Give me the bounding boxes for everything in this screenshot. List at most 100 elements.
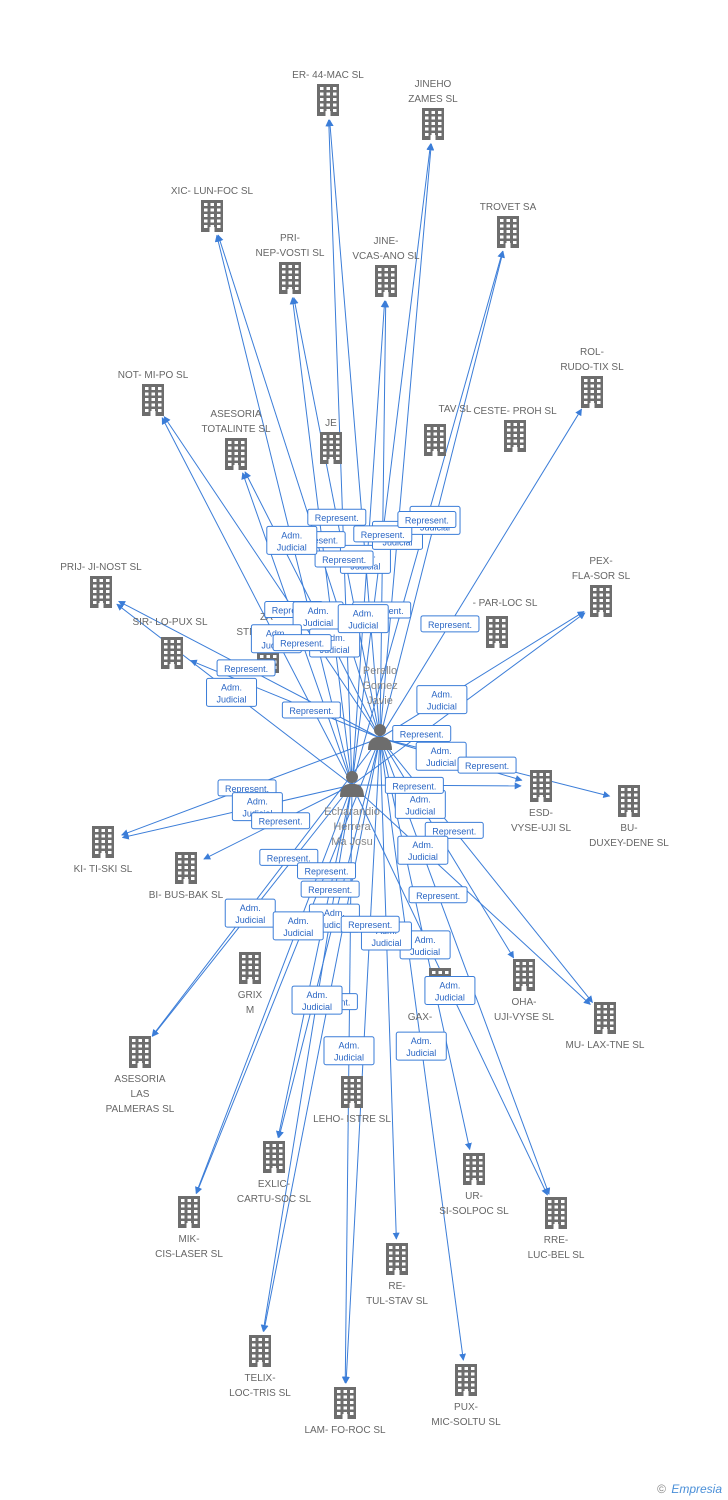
- building-icon: [545, 1197, 567, 1229]
- relation-badge-adm[interactable]: Adm.Judicial: [397, 835, 449, 865]
- company-label: ASESORIA: [210, 409, 261, 420]
- relation-badge-text: Represent.: [305, 867, 349, 877]
- relation-badge-rep[interactable]: Represent.: [272, 634, 332, 652]
- company-label: RE-: [388, 1281, 405, 1292]
- relation-badge-rep[interactable]: Represent.: [281, 701, 341, 719]
- company-label: JINE-: [374, 236, 399, 247]
- company-node-c7[interactable]: ROL-RUDO-TIX SL: [560, 347, 624, 408]
- edge-p1-c1: [326, 119, 381, 739]
- relation-badge-rep[interactable]: Represent.: [297, 862, 357, 880]
- company-node-c27[interactable]: LEHO- ISTRE SL: [313, 1076, 391, 1125]
- relation-badge-rep[interactable]: Represent.: [353, 525, 413, 543]
- relation-badge-adm[interactable]: Adm.Judicial: [272, 911, 324, 941]
- company-node-c11[interactable]: TAV SL: [424, 404, 472, 456]
- company-node-c33[interactable]: TELIX-LOC-TRIS SL: [229, 1335, 291, 1399]
- company-node-c13[interactable]: PRIJ- JI-NOST SL: [60, 562, 142, 608]
- company-node-c10[interactable]: JE: [320, 418, 342, 464]
- company-node-c19[interactable]: BU-DUXEY-DENE SL: [589, 785, 669, 849]
- company-node-c32[interactable]: RE-TUL-STAV SL: [366, 1243, 428, 1307]
- company-node-c31[interactable]: RRE-LUC-BEL SL: [528, 1197, 585, 1261]
- relation-badge-rep[interactable]: Represent.: [420, 615, 480, 633]
- edge-p1-c6: [379, 300, 390, 739]
- building-icon: [279, 262, 301, 294]
- company-label: KI- TI-SKI SL: [74, 864, 133, 875]
- company-label: FLA-SOR SL: [572, 571, 631, 582]
- relation-badge-adm[interactable]: Adm.Judicial: [291, 985, 343, 1015]
- relation-badge-adm[interactable]: Adm.Judicial: [224, 898, 276, 928]
- company-node-c21[interactable]: BI- BUS-BAK SL: [149, 852, 224, 901]
- relation-badge-text: Adm.: [410, 794, 431, 804]
- person-icon: [340, 771, 364, 797]
- relation-badge-adm[interactable]: Adm.Judicial: [266, 525, 318, 555]
- relation-badge-rep[interactable]: Represent.: [397, 511, 457, 529]
- company-node-c1[interactable]: ER- 44-MAC SL: [292, 70, 364, 116]
- relation-badge-adm[interactable]: Adm.Judicial: [415, 741, 467, 771]
- company-label: ER- 44-MAC SL: [292, 70, 364, 81]
- relation-badge-rep[interactable]: Represent.: [251, 812, 311, 830]
- relation-badge-text: Judicial: [334, 1053, 364, 1063]
- company-node-c18[interactable]: ESD-VYSE-UJI SL: [511, 770, 571, 834]
- company-node-c30[interactable]: MIK-CIS-LASER SL: [155, 1196, 223, 1260]
- relation-badge-rep[interactable]: Represent.: [408, 886, 468, 904]
- company-node-c15[interactable]: SIR- LO-PUX SL: [132, 617, 208, 669]
- company-node-c25[interactable]: MU- LAX-TNE SL: [566, 1002, 645, 1051]
- company-label: TOTALINTE SL: [201, 424, 271, 435]
- relation-badge-rep[interactable]: Represent.: [307, 508, 367, 526]
- company-node-c3[interactable]: XIC- LUN-FOC SL: [171, 186, 254, 232]
- company-label: M: [246, 1005, 254, 1016]
- relation-badge-text: Adm.: [353, 609, 374, 619]
- company-label: SI-SOLPOC SL: [439, 1206, 509, 1217]
- relation-badge-rep[interactable]: Represent.: [314, 550, 374, 568]
- building-icon: [129, 1036, 151, 1068]
- company-label: UR-: [465, 1191, 483, 1202]
- company-node-c9[interactable]: ASESORIA TOTALINTE SL: [201, 409, 271, 470]
- relation-badge-rep[interactable]: Represent.: [424, 821, 484, 839]
- company-node-c34[interactable]: PUX-MIC-SOLTU SL: [431, 1364, 501, 1428]
- edge-p1-c30: [195, 737, 381, 1195]
- building-icon: [590, 585, 612, 617]
- relation-badge-rep[interactable]: Represent.: [457, 756, 517, 774]
- relation-badge-adm[interactable]: Adm.Judicial: [395, 1031, 447, 1061]
- relation-badge-adm[interactable]: Adm.Judicial: [424, 975, 476, 1005]
- relation-badge-adm[interactable]: Adm.Judicial: [416, 685, 468, 715]
- relation-badge-adm[interactable]: Adm.Judicial: [337, 604, 389, 634]
- relation-badge-text: Represent.: [432, 826, 476, 836]
- relation-badge-adm[interactable]: Adm.Judicial: [206, 677, 258, 707]
- company-node-c17[interactable]: - PAR-LOC SL: [473, 598, 538, 648]
- relation-badge-adm[interactable]: Adm.Judicial: [323, 1036, 375, 1066]
- company-label: JINEHO: [415, 79, 452, 90]
- company-node-c4[interactable]: TROVET SA: [480, 202, 537, 248]
- relation-badge-text: Represent.: [280, 639, 324, 649]
- relation-badge-rep[interactable]: Represent.: [392, 724, 452, 742]
- brand-logo-text: Empresia: [671, 1482, 722, 1496]
- company-node-c12[interactable]: CESTE- PROH SL: [473, 406, 557, 452]
- relation-badge-rep[interactable]: Represent.: [384, 776, 444, 794]
- relation-badge-rep[interactable]: Represent.: [340, 915, 400, 933]
- relation-badge-text: Judicial: [235, 915, 265, 925]
- company-node-c35[interactable]: LAM- FO-ROC SL: [304, 1387, 386, 1436]
- company-node-c23[interactable]: OHA-UJI-VYSE SL: [494, 959, 554, 1023]
- company-node-c8[interactable]: NOT- MI-PO SL: [118, 370, 189, 416]
- company-label: SIR- LO-PUX SL: [132, 617, 207, 628]
- relation-badge-rep[interactable]: Represent.: [216, 659, 276, 677]
- company-node-c20[interactable]: KI- TI-SKI SL: [74, 826, 133, 875]
- relation-badge-adm[interactable]: Adm.Judicial: [394, 789, 446, 819]
- relation-badge-rep[interactable]: Represent.: [259, 848, 319, 866]
- footer-brand[interactable]: © Empresia: [657, 1482, 722, 1496]
- company-node-c5[interactable]: PRI-NEP-VOSTI SL: [256, 233, 325, 294]
- company-node-c6[interactable]: JINE-VCAS-ANO SL: [352, 236, 420, 297]
- company-node-c14[interactable]: PEX-FLA-SOR SL: [572, 556, 631, 617]
- relation-badge-text: Represent.: [267, 853, 311, 863]
- company-node-c29[interactable]: UR- SI-SOLPOC SL: [439, 1153, 509, 1217]
- company-label: PRIJ- JI-NOST SL: [60, 562, 142, 573]
- company-node-c28[interactable]: EXLIC-CARTU-SOC SL: [237, 1141, 312, 1205]
- relation-badge-rep[interactable]: Represent.: [300, 880, 360, 898]
- company-label: MU- LAX-TNE SL: [566, 1040, 645, 1051]
- building-icon: [455, 1364, 477, 1396]
- building-icon: [92, 826, 114, 858]
